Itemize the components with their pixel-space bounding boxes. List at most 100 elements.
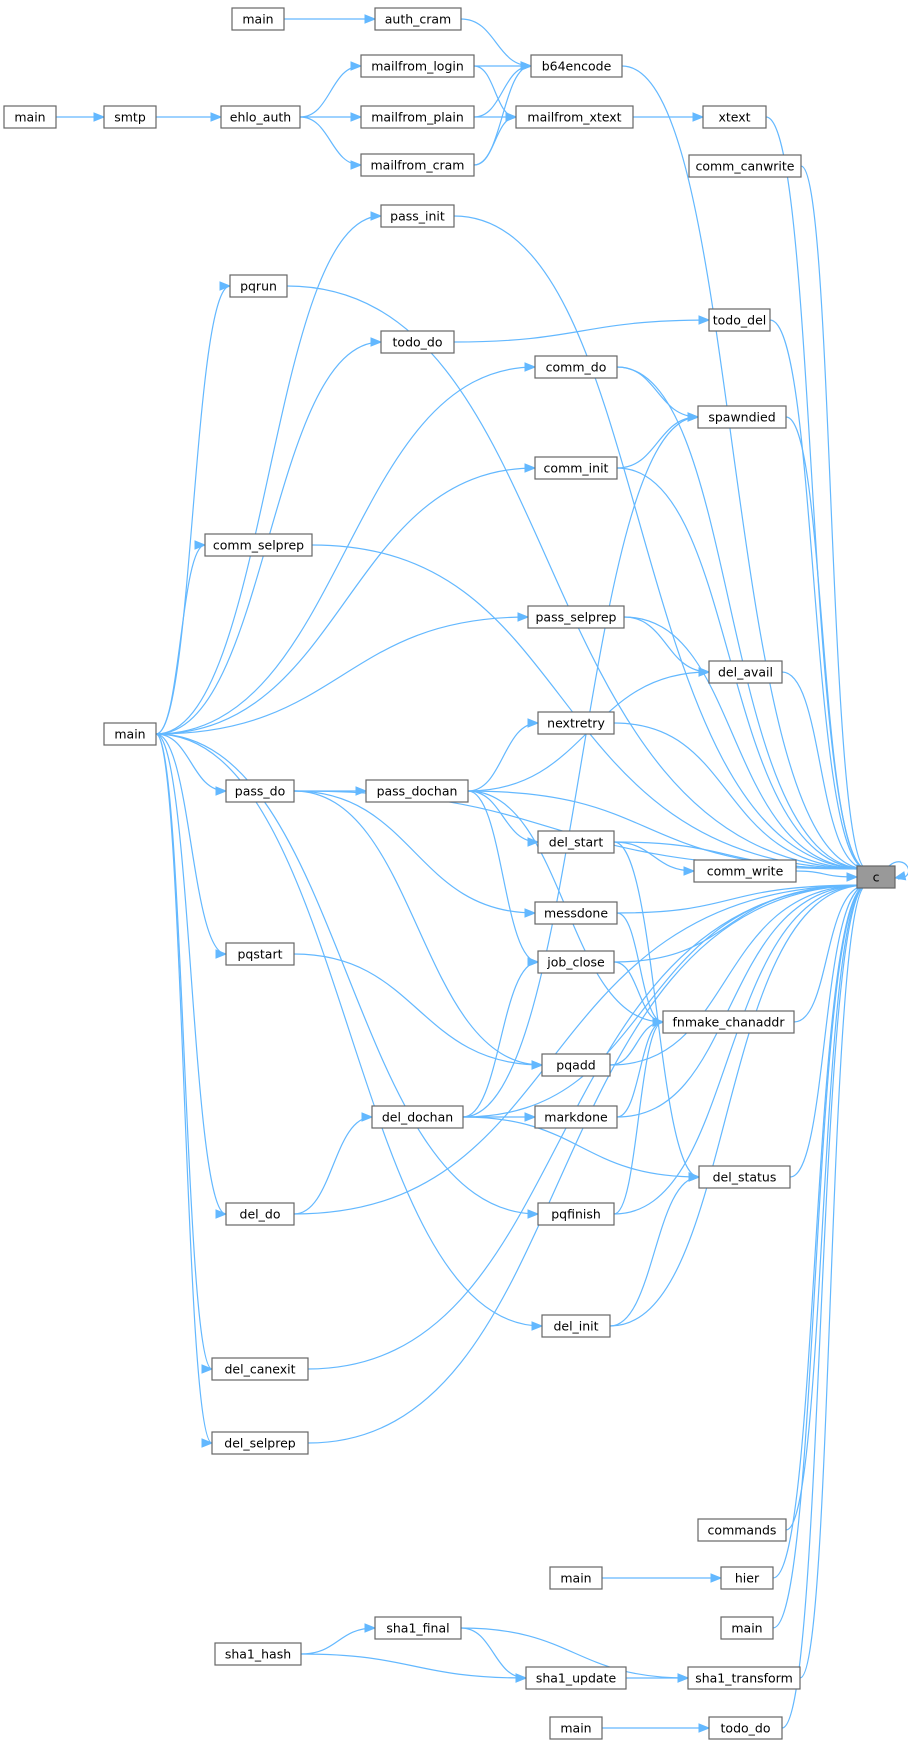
node-box-smtp[interactable] [103,105,157,129]
node-messdone[interactable]: messdone [534,901,618,925]
node-todo-del[interactable]: todo_del [708,308,771,332]
node-main-solo[interactable]: main [720,1616,774,1640]
node-del-status[interactable]: del_status [698,1165,791,1189]
node-box-pass-init[interactable] [380,204,455,228]
node-del-canexit[interactable]: del_canexit [211,1357,309,1381]
node-mailfrom-login[interactable]: mailfrom_login [360,54,475,78]
node-box-c[interactable] [856,865,896,889]
node-box-del-dochan[interactable] [371,1105,464,1129]
node-b64encode[interactable]: b64encode [530,54,623,78]
node-box-pass-selprep[interactable] [527,605,625,629]
node-box-ehlo-auth[interactable] [220,105,301,129]
node-spawndied[interactable]: spawndied [697,405,787,429]
node-sha1-hash[interactable]: sha1_hash [214,1642,302,1666]
node-box-pqrun[interactable] [229,274,288,298]
node-box-mailfrom-plain[interactable] [360,105,475,129]
node-box-del-init[interactable] [541,1314,611,1338]
node-pqrun[interactable]: pqrun [229,274,288,298]
node-sha1-final[interactable]: sha1_final [374,1616,462,1640]
node-box-del-selprep[interactable] [211,1431,309,1455]
node-box-mailfrom-login[interactable] [360,54,475,78]
node-box-sha1-transform[interactable] [687,1666,801,1690]
node-job-close[interactable]: job_close [537,950,615,974]
node-todo-do[interactable]: todo_do [380,330,455,354]
node-hier[interactable]: hier [720,1566,774,1590]
node-box-main-big[interactable] [103,722,157,746]
node-del-init[interactable]: del_init [541,1314,611,1338]
node-main-smtp[interactable]: main [3,105,57,129]
node-box-xtext[interactable] [702,105,767,129]
node-del-do[interactable]: del_do [225,1202,295,1226]
node-del-avail[interactable]: del_avail [708,660,783,684]
node-sha1-update[interactable]: sha1_update [525,1666,627,1690]
node-todo-do2[interactable]: todo_do [708,1716,783,1740]
node-box-todo-do2[interactable] [708,1716,783,1740]
node-box-comm-init[interactable] [534,456,618,480]
node-box-mailfrom-cram[interactable] [360,153,475,177]
node-box-comm-canwrite[interactable] [688,154,802,178]
node-c[interactable]: c [856,865,896,889]
node-box-markdone[interactable] [534,1105,618,1129]
node-auth-cram[interactable]: auth_cram [374,7,462,31]
node-box-del-avail[interactable] [708,660,783,684]
node-box-auth-cram[interactable] [374,7,462,31]
node-pqfinish[interactable]: pqfinish [537,1202,615,1226]
node-pass-do[interactable]: pass_do [225,779,295,803]
node-box-pass-do[interactable] [225,779,295,803]
node-mailfrom-xtext[interactable]: mailfrom_xtext [515,105,634,129]
node-pass-dochan[interactable]: pass_dochan [365,779,469,803]
node-box-todo-del[interactable] [708,308,771,332]
node-box-commands[interactable] [697,1518,787,1542]
node-main-todo[interactable]: main [549,1716,603,1740]
node-mailfrom-cram[interactable]: mailfrom_cram [360,153,475,177]
node-pass-selprep[interactable]: pass_selprep [527,605,625,629]
node-box-pass-dochan[interactable] [365,779,469,803]
node-commands[interactable]: commands [697,1518,787,1542]
node-box-comm-do[interactable] [534,355,618,379]
node-del-dochan[interactable]: del_dochan [371,1105,464,1129]
node-main-big[interactable]: main [103,722,157,746]
node-box-b64encode[interactable] [530,54,623,78]
node-box-main-hier[interactable] [549,1566,603,1590]
node-xtext[interactable]: xtext [702,105,767,129]
node-pqstart[interactable]: pqstart [225,942,295,966]
node-sha1-transform[interactable]: sha1_transform [687,1666,801,1690]
node-box-todo-do[interactable] [380,330,455,354]
node-box-main-solo[interactable] [720,1616,774,1640]
node-comm-do[interactable]: comm_do [534,355,618,379]
node-box-sha1-hash[interactable] [214,1642,302,1666]
node-del-selprep[interactable]: del_selprep [211,1431,309,1455]
node-ehlo-auth[interactable]: ehlo_auth [220,105,301,129]
node-box-del-start[interactable] [537,830,615,854]
node-box-fnmake-chanaddr[interactable] [662,1010,795,1034]
node-box-comm-selprep[interactable] [204,533,313,557]
node-box-del-status[interactable] [698,1165,791,1189]
node-box-pqstart[interactable] [225,942,295,966]
node-box-hier[interactable] [720,1566,774,1590]
node-box-pqfinish[interactable] [537,1202,615,1226]
node-box-del-do[interactable] [225,1202,295,1226]
node-fnmake-chanaddr[interactable]: fnmake_chanaddr [662,1010,795,1034]
node-box-mailfrom-xtext[interactable] [515,105,634,129]
node-main-auth[interactable]: main [231,7,285,31]
node-smtp[interactable]: smtp [103,105,157,129]
node-box-job-close[interactable] [537,950,615,974]
node-box-spawndied[interactable] [697,405,787,429]
node-box-sha1-final[interactable] [374,1616,462,1640]
node-box-main-todo[interactable] [549,1716,603,1740]
node-mailfrom-plain[interactable]: mailfrom_plain [360,105,475,129]
node-comm-init[interactable]: comm_init [534,456,618,480]
node-markdone[interactable]: markdone [534,1105,618,1129]
node-nextretry[interactable]: nextretry [537,711,615,735]
node-del-start[interactable]: del_start [537,830,615,854]
node-box-messdone[interactable] [534,901,618,925]
node-pass-init[interactable]: pass_init [380,204,455,228]
node-main-hier[interactable]: main [549,1566,603,1590]
node-pqadd[interactable]: pqadd [541,1053,611,1077]
node-box-sha1-update[interactable] [525,1666,627,1690]
node-box-main-auth[interactable] [231,7,285,31]
node-box-del-canexit[interactable] [211,1357,309,1381]
node-box-nextretry[interactable] [537,711,615,735]
node-box-comm-write[interactable] [693,859,797,883]
node-box-pqadd[interactable] [541,1053,611,1077]
